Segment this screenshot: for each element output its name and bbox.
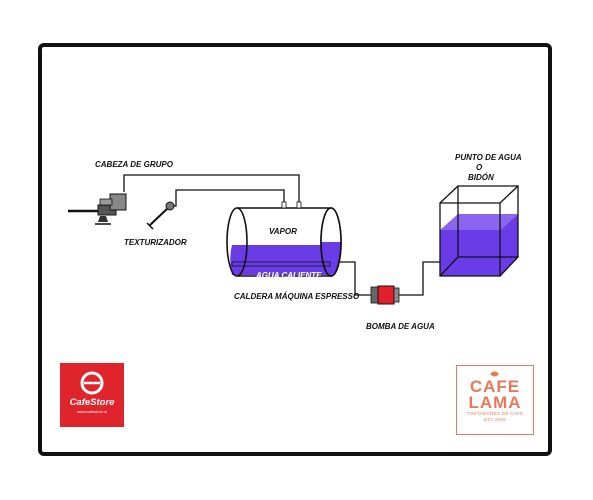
label-water-point-2: O bbox=[476, 163, 483, 172]
label-hot-water: AGUA CALIENTE bbox=[255, 271, 322, 280]
label-group-head: CABEZA DE GRUPO bbox=[95, 160, 174, 169]
cafelama-tagline: TOSTADORES DE CAFE bbox=[466, 411, 524, 416]
label-water-point-3: BIDÓN bbox=[468, 173, 494, 182]
diagram-frame bbox=[38, 43, 552, 456]
steam-wand bbox=[146, 201, 175, 230]
cafestore-logo: CafeStore www.cafestore.cl bbox=[60, 363, 124, 427]
cafestore-url: www.cafestore.cl bbox=[76, 409, 107, 414]
boiler bbox=[226, 201, 342, 277]
cafelama-line2: LAMA bbox=[468, 393, 522, 412]
label-steam-wand: TEXTURIZADOR bbox=[124, 238, 187, 247]
cafelama-line1: CAFE bbox=[469, 377, 521, 396]
pipe-boiler-pump bbox=[338, 261, 378, 296]
label-pump: BOMBA DE AGUA bbox=[366, 322, 435, 331]
label-steam: VAPOR bbox=[269, 227, 297, 236]
pipe-pump-tank bbox=[398, 261, 442, 296]
pipe-group-head bbox=[123, 174, 300, 203]
label-water-point-1: PUNTO DE AGUA bbox=[455, 153, 522, 162]
cafelama-est: EST.2009 bbox=[484, 417, 506, 422]
cafestore-name: CafeStore bbox=[69, 397, 115, 408]
water-tank bbox=[439, 185, 519, 277]
group-head bbox=[68, 193, 127, 225]
fish-icon bbox=[490, 371, 499, 377]
cafelama-logo: CAFE LAMA TOSTADORES DE CAFE EST.2009 bbox=[456, 365, 534, 435]
label-boiler: CALDERA MÁQUINA ESPRESSO bbox=[234, 292, 360, 301]
water-pump bbox=[370, 285, 400, 305]
coffee-cup-icon bbox=[80, 371, 104, 395]
pipe-steam-wand bbox=[172, 189, 285, 207]
